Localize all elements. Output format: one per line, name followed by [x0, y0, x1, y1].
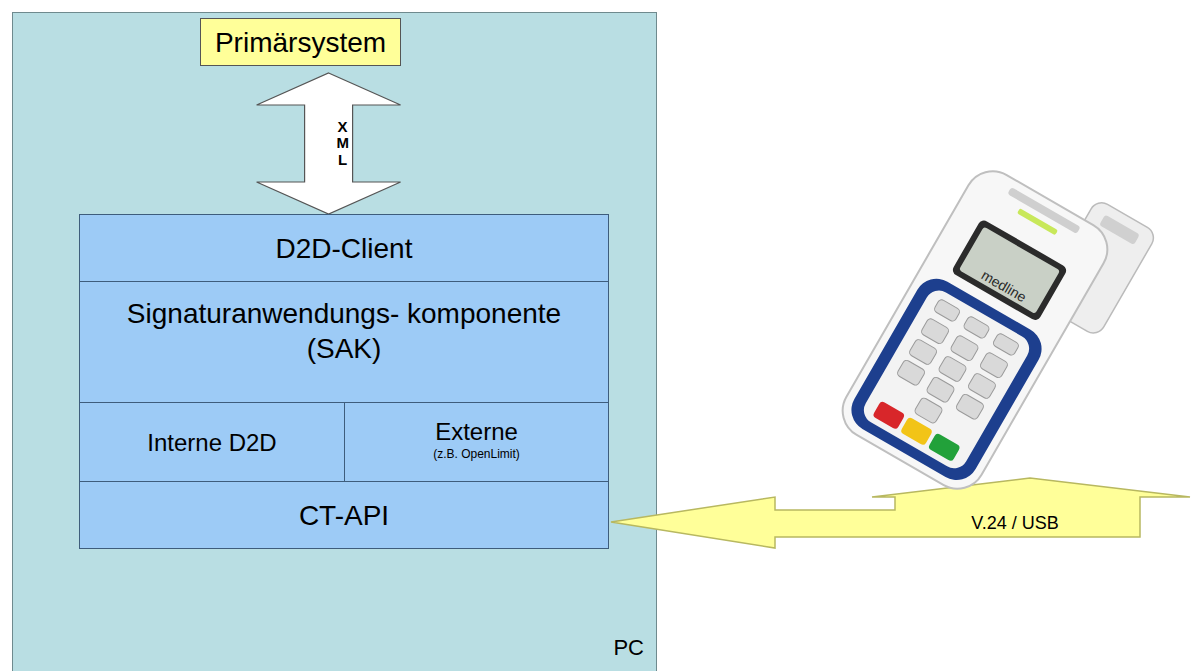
system-box: Primärsystem — [200, 18, 401, 66]
node-text: (z.B. OpenLimit) — [433, 447, 520, 462]
node-text: PC — [613, 635, 644, 661]
node-text: Primärsystem — [215, 25, 386, 60]
client-band: D2D-Client — [79, 214, 609, 282]
screen-text: medline — [979, 267, 1029, 305]
node-text: CT-API — [299, 498, 389, 533]
pc-frame: PC PrimärsystemD2D-ClientSignaturanwendun… — [12, 12, 657, 671]
node-text: D2D-Client — [276, 231, 413, 266]
external-part: Externe(z.B. OpenLimit) — [344, 402, 609, 483]
edge-label: XML — [335, 119, 350, 169]
node-text: Externe — [435, 417, 518, 447]
node-text: Signaturanwendungs- komponente (SAK) — [80, 296, 608, 366]
node-text: Interne D2D — [147, 428, 276, 458]
card-terminal — [832, 139, 1157, 514]
internal-part: Interne D2D — [79, 402, 345, 483]
interface-label: V.24 / USB — [971, 513, 1058, 534]
api-band: CT-API — [79, 481, 609, 549]
component-box: Signaturanwendungs- komponente (SAK) Inte… — [79, 281, 609, 482]
interface-arrow — [611, 478, 1190, 548]
double-arrow — [257, 73, 401, 214]
